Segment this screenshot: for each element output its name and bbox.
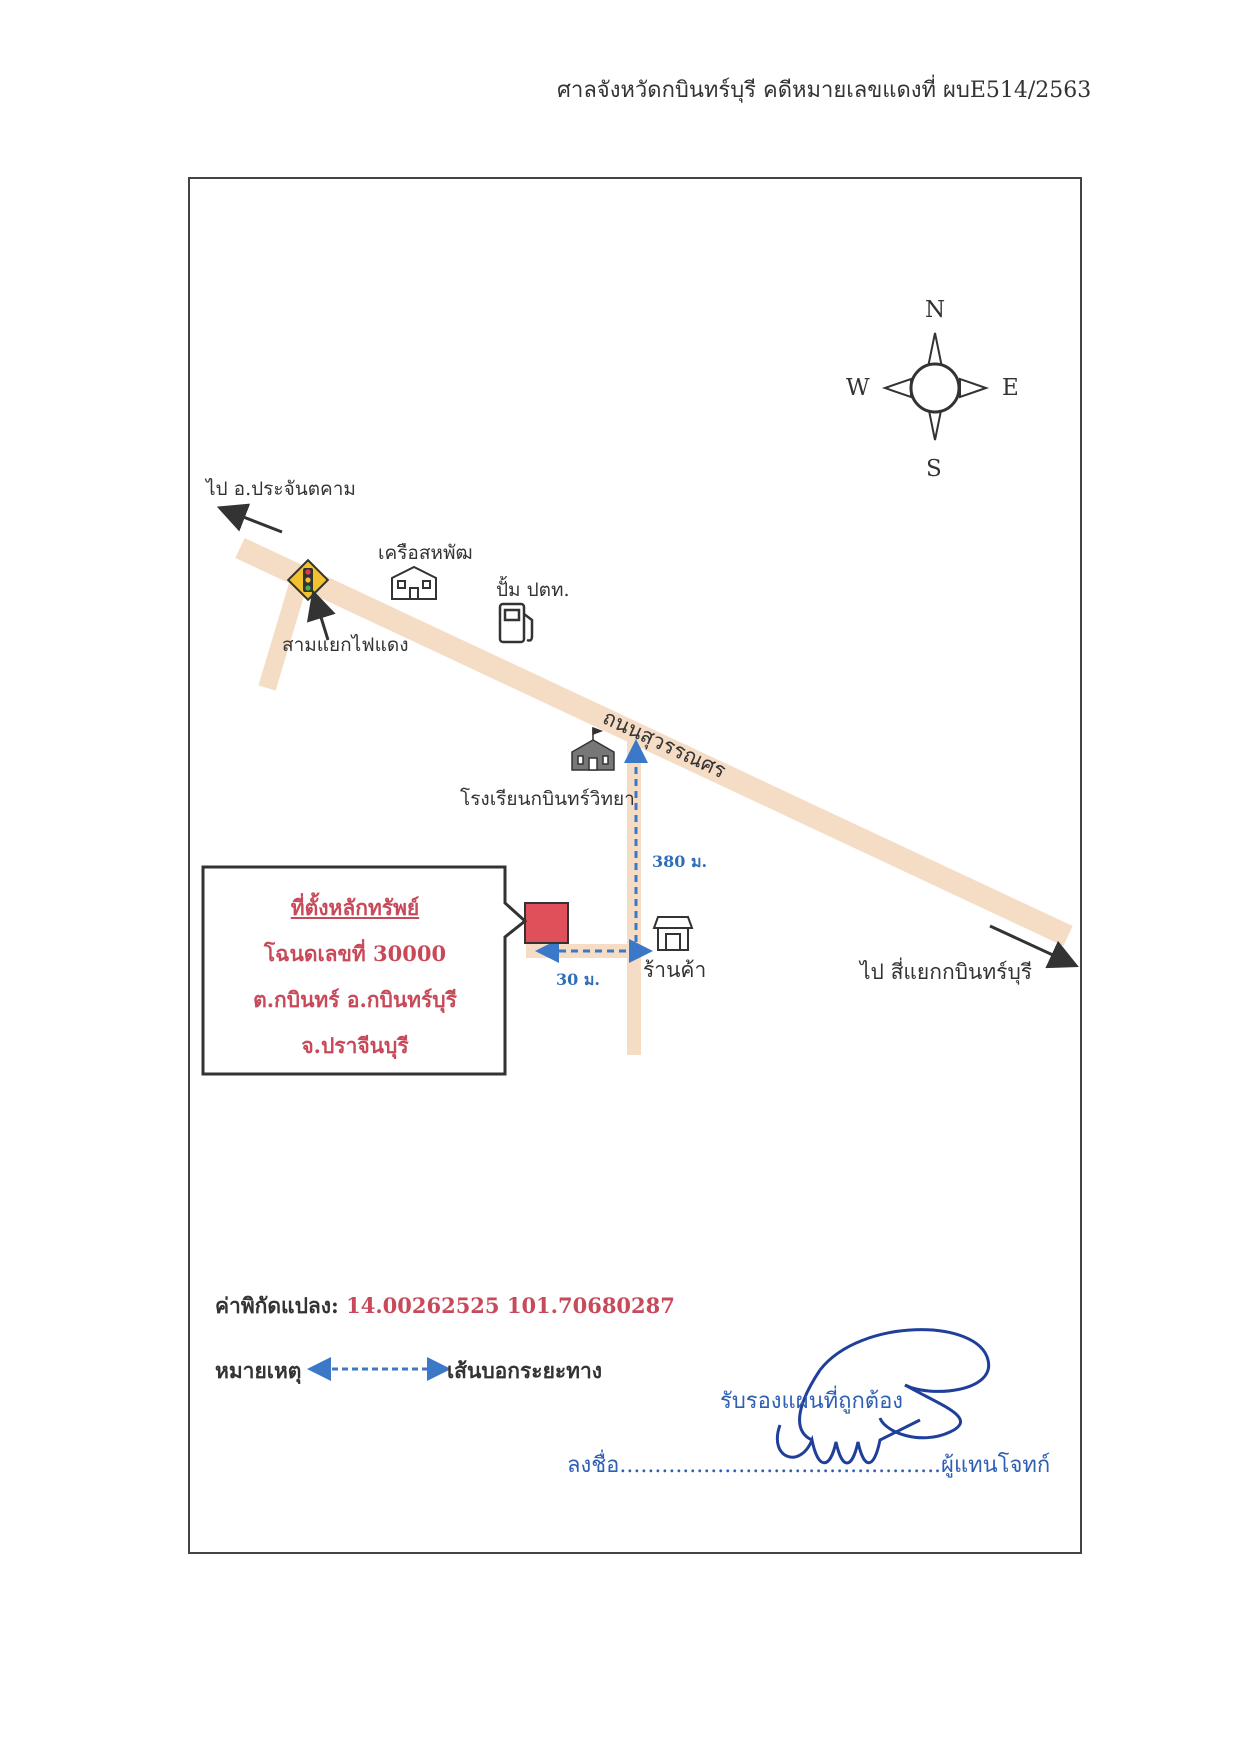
map-frame bbox=[188, 177, 1082, 1554]
compass-west: W bbox=[846, 375, 870, 401]
coordinates-row: ค่าพิกัดแปลง: 14.00262525 101.70680287 bbox=[215, 1290, 675, 1323]
case-header: ศาลจังหวัดกบินทร์บุรี คดีหมายเลขแดงที่ ผ… bbox=[557, 78, 1092, 103]
compass-rose-icon bbox=[881, 332, 990, 441]
coordinates-label: ค่าพิกัดแปลง: bbox=[215, 1293, 339, 1318]
arrow-to-prachantakham bbox=[216, 503, 283, 534]
callout-province: จ.ปราจีนบุรี bbox=[301, 1033, 409, 1058]
label-traffic-light-junction: สามแยกไฟแดง bbox=[282, 634, 409, 656]
arrow-traffic-light bbox=[306, 589, 336, 641]
arrow-to-kabinburi bbox=[989, 924, 1079, 969]
label-to-prachantakham: ไป อ.ประจันตคาม bbox=[206, 478, 356, 500]
compass-east: E bbox=[1002, 375, 1019, 401]
property-callout-box bbox=[201, 865, 528, 1076]
compass-north: N bbox=[925, 297, 946, 323]
property-marker bbox=[524, 902, 569, 944]
main-road bbox=[235, 538, 1073, 946]
certify-text: รับรองแผนที่ถูกต้อง bbox=[720, 1389, 904, 1414]
building-icon bbox=[391, 565, 437, 600]
distance-horizontal: 30 ม. bbox=[556, 970, 600, 989]
callout-title: ที่ตั้งหลักทรัพย์ bbox=[290, 895, 420, 920]
label-shop: ร้านค้า bbox=[643, 958, 707, 982]
signature-mark bbox=[775, 1328, 991, 1465]
label-gas-station: ปั้ม ปตท. bbox=[496, 579, 570, 601]
label-cooperative: เครือสหพัฒ bbox=[378, 542, 473, 564]
distance-vertical: 380 ม. bbox=[652, 852, 708, 871]
coordinates-value: 14.00262525 101.70680287 bbox=[346, 1293, 675, 1318]
callout-location: ต.กบินทร์ อ.กบินทร์บุรี bbox=[253, 987, 457, 1012]
sign-line: ลงชื่อ..................................… bbox=[567, 1453, 1051, 1478]
gas-pump-icon bbox=[498, 602, 534, 644]
label-school: โรงเรียนกบินทร์วิทยา bbox=[460, 788, 635, 810]
shop-icon bbox=[652, 916, 694, 951]
side-road-junction bbox=[258, 575, 309, 691]
callout-deed: โฉนดเลขที่ 30000 bbox=[263, 941, 447, 966]
legend-label: หมายเหตุ bbox=[215, 1358, 302, 1383]
compass-south: S bbox=[926, 456, 942, 482]
school-icon bbox=[571, 726, 615, 771]
label-to-kabinburi-junction: ไป สี่แยกกบินทร์บุรี bbox=[860, 960, 1033, 984]
legend-text: เส้นบอกระยะทาง bbox=[447, 1358, 603, 1383]
